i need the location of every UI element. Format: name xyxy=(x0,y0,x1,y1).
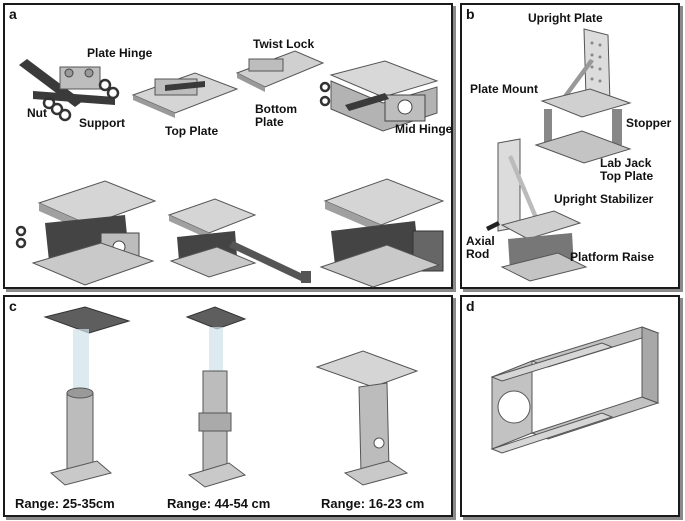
panel-b-illustration xyxy=(486,28,632,282)
label-top-plate: Top Plate xyxy=(165,124,219,138)
label-lab-jack-top-plate: Lab Jack Top Plate xyxy=(600,156,654,183)
lab-jack-1 xyxy=(15,180,157,286)
label-support: Support xyxy=(79,116,125,130)
label-upright-stabilizer: Upright Stabilizer xyxy=(554,192,654,206)
range-label-1: Range: 25-35cm xyxy=(15,496,115,511)
label-axial-rod: Axial Rod xyxy=(466,234,495,261)
stand-44-54 xyxy=(185,306,247,488)
label-plate-hinge: Plate Hinge xyxy=(87,46,153,60)
nut-parts xyxy=(42,78,120,122)
panel-d-letter: d xyxy=(466,298,475,314)
panel-a-letter: a xyxy=(9,6,17,22)
panel-a: a xyxy=(3,3,453,289)
panel-d: d xyxy=(460,295,680,517)
range-label-2: Range: 44-54 cm xyxy=(167,496,271,511)
plate-hinge-part xyxy=(19,59,115,107)
panel-d-illustration xyxy=(490,326,660,454)
stand-25-35 xyxy=(43,306,131,486)
bottom-plate-part xyxy=(235,50,325,92)
mid-hinge-part xyxy=(319,60,439,132)
frame-model xyxy=(490,326,660,454)
panel-c: c Range: 25-35cm Range: 44-54 cm Range: … xyxy=(3,295,453,517)
panel-a-illustration xyxy=(15,50,445,288)
upright-plate-assembly xyxy=(534,28,632,164)
lab-jack-2 xyxy=(167,198,311,283)
label-mid-hinge: Mid Hinge xyxy=(395,122,453,136)
upright-stabilizer-assembly xyxy=(486,138,588,282)
panel-b-letter: b xyxy=(466,6,475,22)
label-twist-lock: Twist Lock xyxy=(253,37,315,51)
label-platform-raise: Platform Raise xyxy=(570,250,655,264)
label-plate-mount: Plate Mount xyxy=(470,82,538,96)
lab-jack-3 xyxy=(319,178,445,288)
label-bottom-plate: Bottom Plate xyxy=(255,102,297,129)
label-stopper: Stopper xyxy=(626,116,672,130)
stand-16-23 xyxy=(315,350,419,486)
range-label-3: Range: 16-23 cm xyxy=(321,496,425,511)
top-plate-part xyxy=(131,72,239,118)
panel-b: b Upright Plate Plate Mount Stopper Lab … xyxy=(460,3,680,289)
label-upright-plate: Upright Plate xyxy=(528,11,603,25)
label-nut: Nut xyxy=(27,106,47,120)
panel-c-illustration xyxy=(43,306,419,488)
panel-c-letter: c xyxy=(9,298,17,314)
